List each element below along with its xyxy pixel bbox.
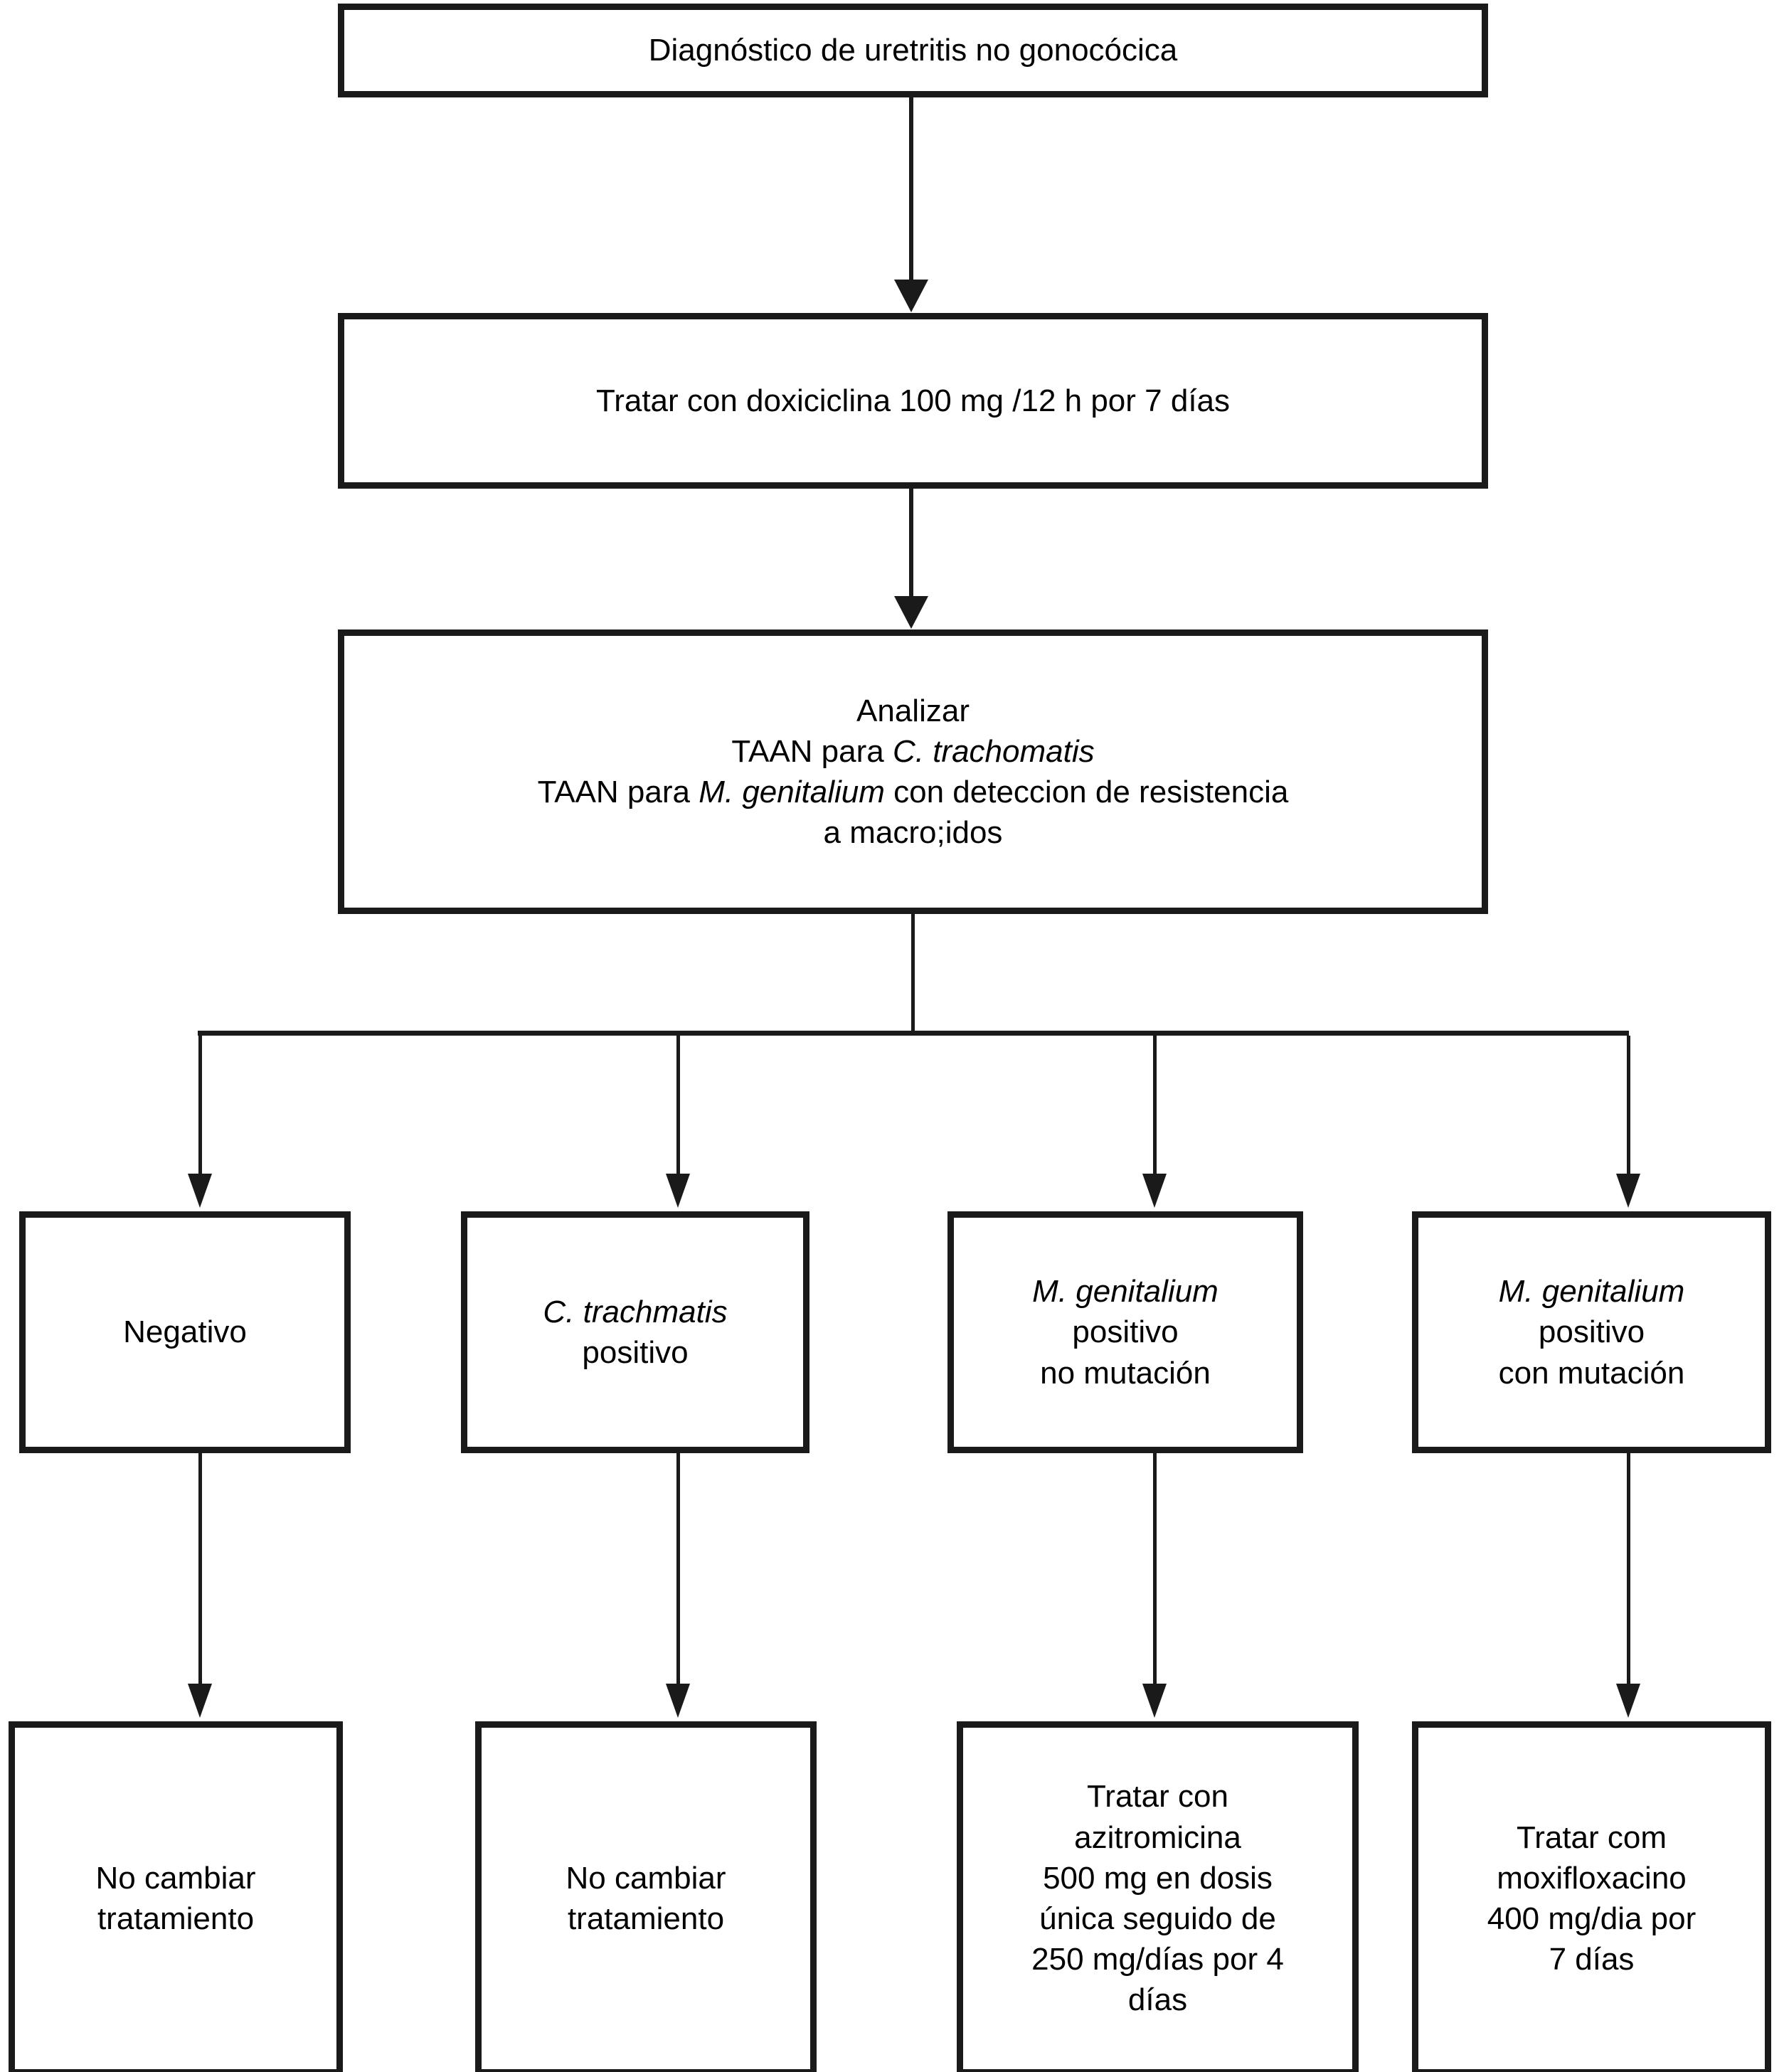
- arrowhead-mgen-no-mutacion: [1142, 1174, 1167, 1208]
- analizar-line-3-species: M. genitalium: [699, 775, 885, 809]
- analizar-line-3-prefix: TAAN para: [537, 775, 699, 809]
- node-negativo[interactable]: Negativo: [19, 1211, 351, 1453]
- node-no-cambiar-tratamiento-1[interactable]: No cambiar tratamiento: [9, 1721, 343, 2072]
- node-c-trachmatis-label: C. trachmatis positivo: [467, 1292, 803, 1373]
- mgen-no-status: positivo: [1072, 1314, 1179, 1350]
- arrowhead-negativo: [188, 1174, 212, 1208]
- analizar-line-2-prefix: TAAN para: [731, 733, 893, 769]
- c-trachmatis-species: C. trachmatis: [543, 1294, 728, 1329]
- node-tratar-moxifloxacino-label: Tratar com moxifloxacino 400 mg/dia por …: [1487, 1819, 1697, 1977]
- node-m-genitalium-no-mutacion[interactable]: M. genitalium positivo no mutación: [947, 1211, 1303, 1453]
- connector-negativo-to-no-cambiar-1: [198, 1453, 202, 1688]
- node-diagnostico[interactable]: Diagnóstico de uretritis no gonocócica: [338, 4, 1488, 97]
- node-tratar-doxiciclina[interactable]: Tratar con doxiciclina 100 mg /12 h por …: [338, 313, 1488, 489]
- connector-c-trachmatis-to-no-cambiar-2: [676, 1453, 680, 1688]
- node-no-cambiar-tratamiento-2-label: No cambiar tratamiento: [566, 1860, 726, 1936]
- node-m-genitalium-con-mutacion-label: M. genitalium positivo con mutación: [1418, 1271, 1765, 1393]
- arrowhead-no-cambiar-1: [188, 1684, 212, 1718]
- node-m-genitalium-con-mutacion[interactable]: M. genitalium positivo con mutación: [1412, 1211, 1771, 1453]
- node-negativo-label: Negativo: [123, 1314, 247, 1350]
- connector-mgen-no-mutacion-to-azitromicina: [1153, 1453, 1157, 1688]
- node-no-cambiar-tratamiento-2[interactable]: No cambiar tratamiento: [475, 1721, 817, 2072]
- node-no-cambiar-tratamiento-1-label: No cambiar tratamiento: [95, 1860, 256, 1936]
- mgen-con-species: M. genitalium: [1498, 1274, 1685, 1309]
- connector-bus-to-negativo: [198, 1036, 202, 1178]
- c-trachmatis-status: positivo: [582, 1335, 689, 1370]
- arrowhead-azitromicina: [1142, 1684, 1167, 1718]
- analizar-line-4: a macro;idos: [823, 815, 1003, 851]
- mgen-no-mutation: no mutación: [1040, 1355, 1211, 1391]
- connector-analizar-to-bus: [911, 914, 915, 1034]
- arrowhead-analizar: [894, 596, 928, 629]
- node-tratar-azitromicina-label: Tratar con azitromicina 500 mg en dosis …: [1031, 1779, 1284, 2018]
- node-tratar-moxifloxacino[interactable]: Tratar com moxifloxacino 400 mg/dia por …: [1412, 1721, 1771, 2072]
- connector-diagnostico-to-doxiciclina: [909, 97, 913, 281]
- arrowhead-no-cambiar-2: [666, 1684, 690, 1718]
- connector-bus-to-c-trachmatis: [676, 1036, 680, 1178]
- arrowhead-moxifloxacino: [1616, 1684, 1640, 1718]
- node-c-trachmatis-positivo[interactable]: C. trachmatis positivo: [461, 1211, 809, 1453]
- connector-doxiciclina-to-analizar: [909, 489, 913, 599]
- node-tratar-azitromicina[interactable]: Tratar con azitromicina 500 mg en dosis …: [957, 1721, 1359, 2072]
- connector-bus-to-mgen-no-mutacion: [1153, 1036, 1157, 1178]
- connector-mgen-con-mutacion-to-moxifloxacino: [1627, 1453, 1630, 1688]
- analizar-line-1: Analizar: [856, 693, 970, 728]
- arrowhead-c-trachmatis: [666, 1174, 690, 1208]
- connector-bus-to-mgen-con-mutacion: [1627, 1036, 1630, 1178]
- mgen-con-mutation: con mutación: [1498, 1355, 1685, 1391]
- analizar-line-3-suffix: con deteccion de resistencia: [884, 775, 1289, 809]
- analizar-line-2-species: C. trachomatis: [892, 733, 1095, 769]
- distributor-bus: [198, 1031, 1629, 1036]
- arrowhead-mgen-con-mutacion: [1616, 1174, 1640, 1208]
- node-diagnostico-label: Diagnóstico de uretritis no gonocócica: [648, 33, 1178, 68]
- node-tratar-doxiciclina-label: Tratar con doxiciclina 100 mg /12 h por …: [595, 383, 1231, 418]
- mgen-con-status: positivo: [1538, 1314, 1645, 1350]
- mgen-no-species: M. genitalium: [1032, 1274, 1218, 1309]
- arrowhead-doxiciclina: [894, 280, 928, 312]
- node-m-genitalium-no-mutacion-label: M. genitalium positivo no mutación: [954, 1271, 1297, 1393]
